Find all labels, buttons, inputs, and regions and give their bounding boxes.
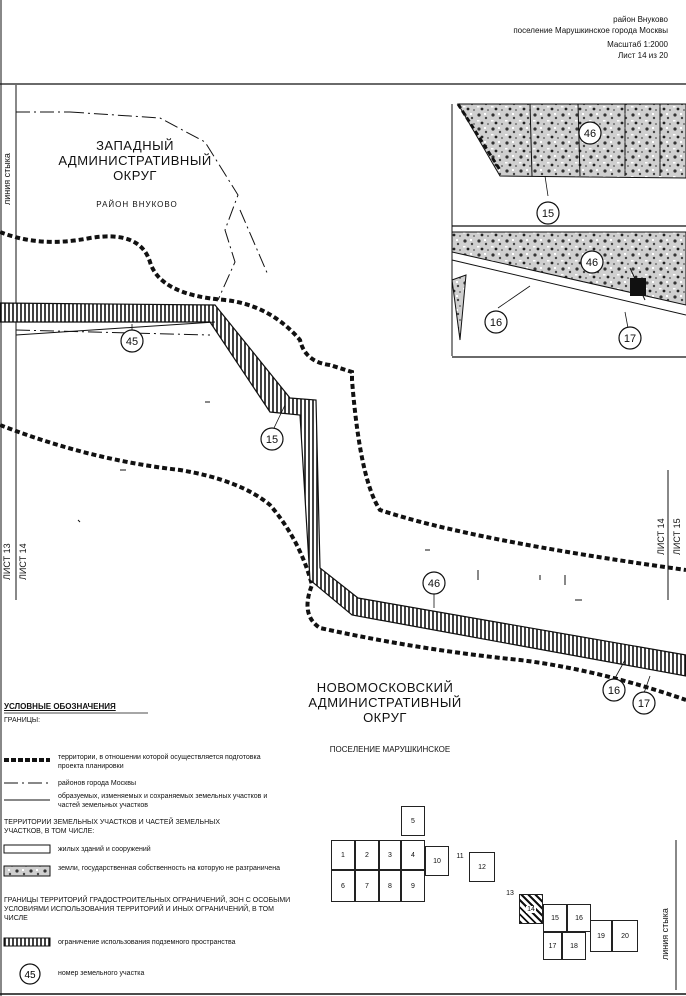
survey-ticks xyxy=(77,401,582,601)
novomoskovsky-line1: НОВОМОСКОВСКИЙ xyxy=(316,680,454,695)
legend-item-residential: жилых зданий и сооружений xyxy=(58,846,151,853)
sheet-index-cell: 16 xyxy=(567,904,591,932)
sheet-13-label: ЛИСТ 13 xyxy=(2,543,12,580)
join-line-label-right: линия стыка xyxy=(660,908,670,960)
sheet-index-cell: 18 xyxy=(562,932,586,960)
west-okrug-line1: ЗАПАДНЫЙ xyxy=(96,138,174,153)
west-okrug-label: ЗАПАДНЫЙ АДМИНИСТРАТИВНЫЙ ОКРУГ xyxy=(40,138,230,183)
sheet-index-cell: 8 xyxy=(379,870,401,902)
sheet-index-cell: 12 xyxy=(469,852,495,882)
inset-lower-texture xyxy=(451,231,686,306)
header-sheet: Лист 14 из 20 xyxy=(618,51,668,60)
planning-boundary-lower xyxy=(0,423,686,702)
legend-item-plot-number: номер земельного участка xyxy=(58,970,145,977)
header-block: район Внуково поселение Марушкинское гор… xyxy=(513,14,668,61)
sheet-index-cell: 17 xyxy=(543,932,562,960)
planning-boundary-upper xyxy=(0,230,686,572)
legend-restrictions-heading: ГРАНИЦЫ ТЕРРИТОРИЙ ГРАДОСТРОИТЕЛЬНЫХ ОГР… xyxy=(4,897,291,922)
sheet-index-cell: 10 xyxy=(425,846,449,876)
header-scale: Масштаб 1:2000 xyxy=(607,40,668,49)
sheet-index-cell: 19 xyxy=(590,920,612,952)
novomoskovsky-okrug-label: НОВОМОСКОВСКИЙ АДМИНИСТРАТИВНЫЙ ОКРУГ xyxy=(285,680,485,725)
sheet-index-current: 14 xyxy=(519,894,543,924)
sheet-14-label-right: ЛИСТ 14 xyxy=(656,518,666,555)
district-boundary-2 xyxy=(15,111,211,336)
sheet-index-cell: 3 xyxy=(379,840,401,870)
sheet-index-cell: 13 xyxy=(499,880,521,906)
novomoskovsky-line3: ОКРУГ xyxy=(363,710,407,725)
sheet-index-cell: 5 xyxy=(401,806,425,836)
sheet-index-cell: 7 xyxy=(355,870,379,902)
legend-title: УСЛОВНЫЕ ОБОЗНАЧЕНИЯ xyxy=(4,702,116,711)
legend-item-plots: образуемых, изменяемых и сохраняемых зем… xyxy=(58,793,268,809)
district-boundary xyxy=(69,111,269,301)
header-settlement: поселение Марушкинское города Москвы xyxy=(513,26,668,35)
inset-upper-texture xyxy=(457,103,686,179)
west-okrug-line2: АДМИНИСТРАТИВНЫЙ xyxy=(58,153,212,168)
legend-borders-heading: ГРАНИЦЫ: xyxy=(4,717,41,724)
settlement-label: ПОСЕЛЕНИЕ МАРУШКИНСКОЕ xyxy=(329,745,451,754)
legend-territories-heading: ТЕРРИТОРИИ ЗЕМЕЛЬНЫХ УЧАСТКОВ И ЧАСТЕЙ З… xyxy=(4,819,221,835)
legend-item-state-land: земли, государственная собственность на … xyxy=(58,865,280,872)
west-okrug-line3: ОКРУГ xyxy=(113,168,157,183)
join-line-label-left: линия стыка xyxy=(2,153,12,205)
legend-marker-sample: 45 xyxy=(19,963,41,985)
sheet-index-cell: 9 xyxy=(401,870,425,902)
sheet-index-cell: 4 xyxy=(401,840,425,870)
legend-item-districts: районов города Москвы xyxy=(58,780,136,787)
sheet-index-cell: 15 xyxy=(543,904,567,932)
sheet-15-label-right: ЛИСТ 15 xyxy=(672,518,682,555)
sheet-index-cell: 20 xyxy=(612,920,638,952)
plot-line xyxy=(15,321,216,336)
legend-symbols xyxy=(3,758,51,947)
underground-restriction-band xyxy=(0,302,686,677)
sheet-index-cell: 2 xyxy=(355,840,379,870)
sheet-index-cell: 1 xyxy=(331,840,355,870)
legend-item-planning: территории, в отношении которой осуществ… xyxy=(58,754,261,770)
sheet-index-cell: 6 xyxy=(331,870,355,902)
sheet-14-label-left: ЛИСТ 14 xyxy=(18,543,28,580)
west-district-label: РАЙОН ВНУКОВО xyxy=(96,200,178,209)
sheet-index-cell: 11 xyxy=(449,842,471,870)
legend-item-underground: ограничение использования подземного про… xyxy=(58,939,236,946)
svg-text:45: 45 xyxy=(24,970,36,981)
novomoskovsky-line2: АДМИНИСТРАТИВНЫЙ xyxy=(308,695,462,710)
header-district: район Внуково xyxy=(613,15,668,24)
